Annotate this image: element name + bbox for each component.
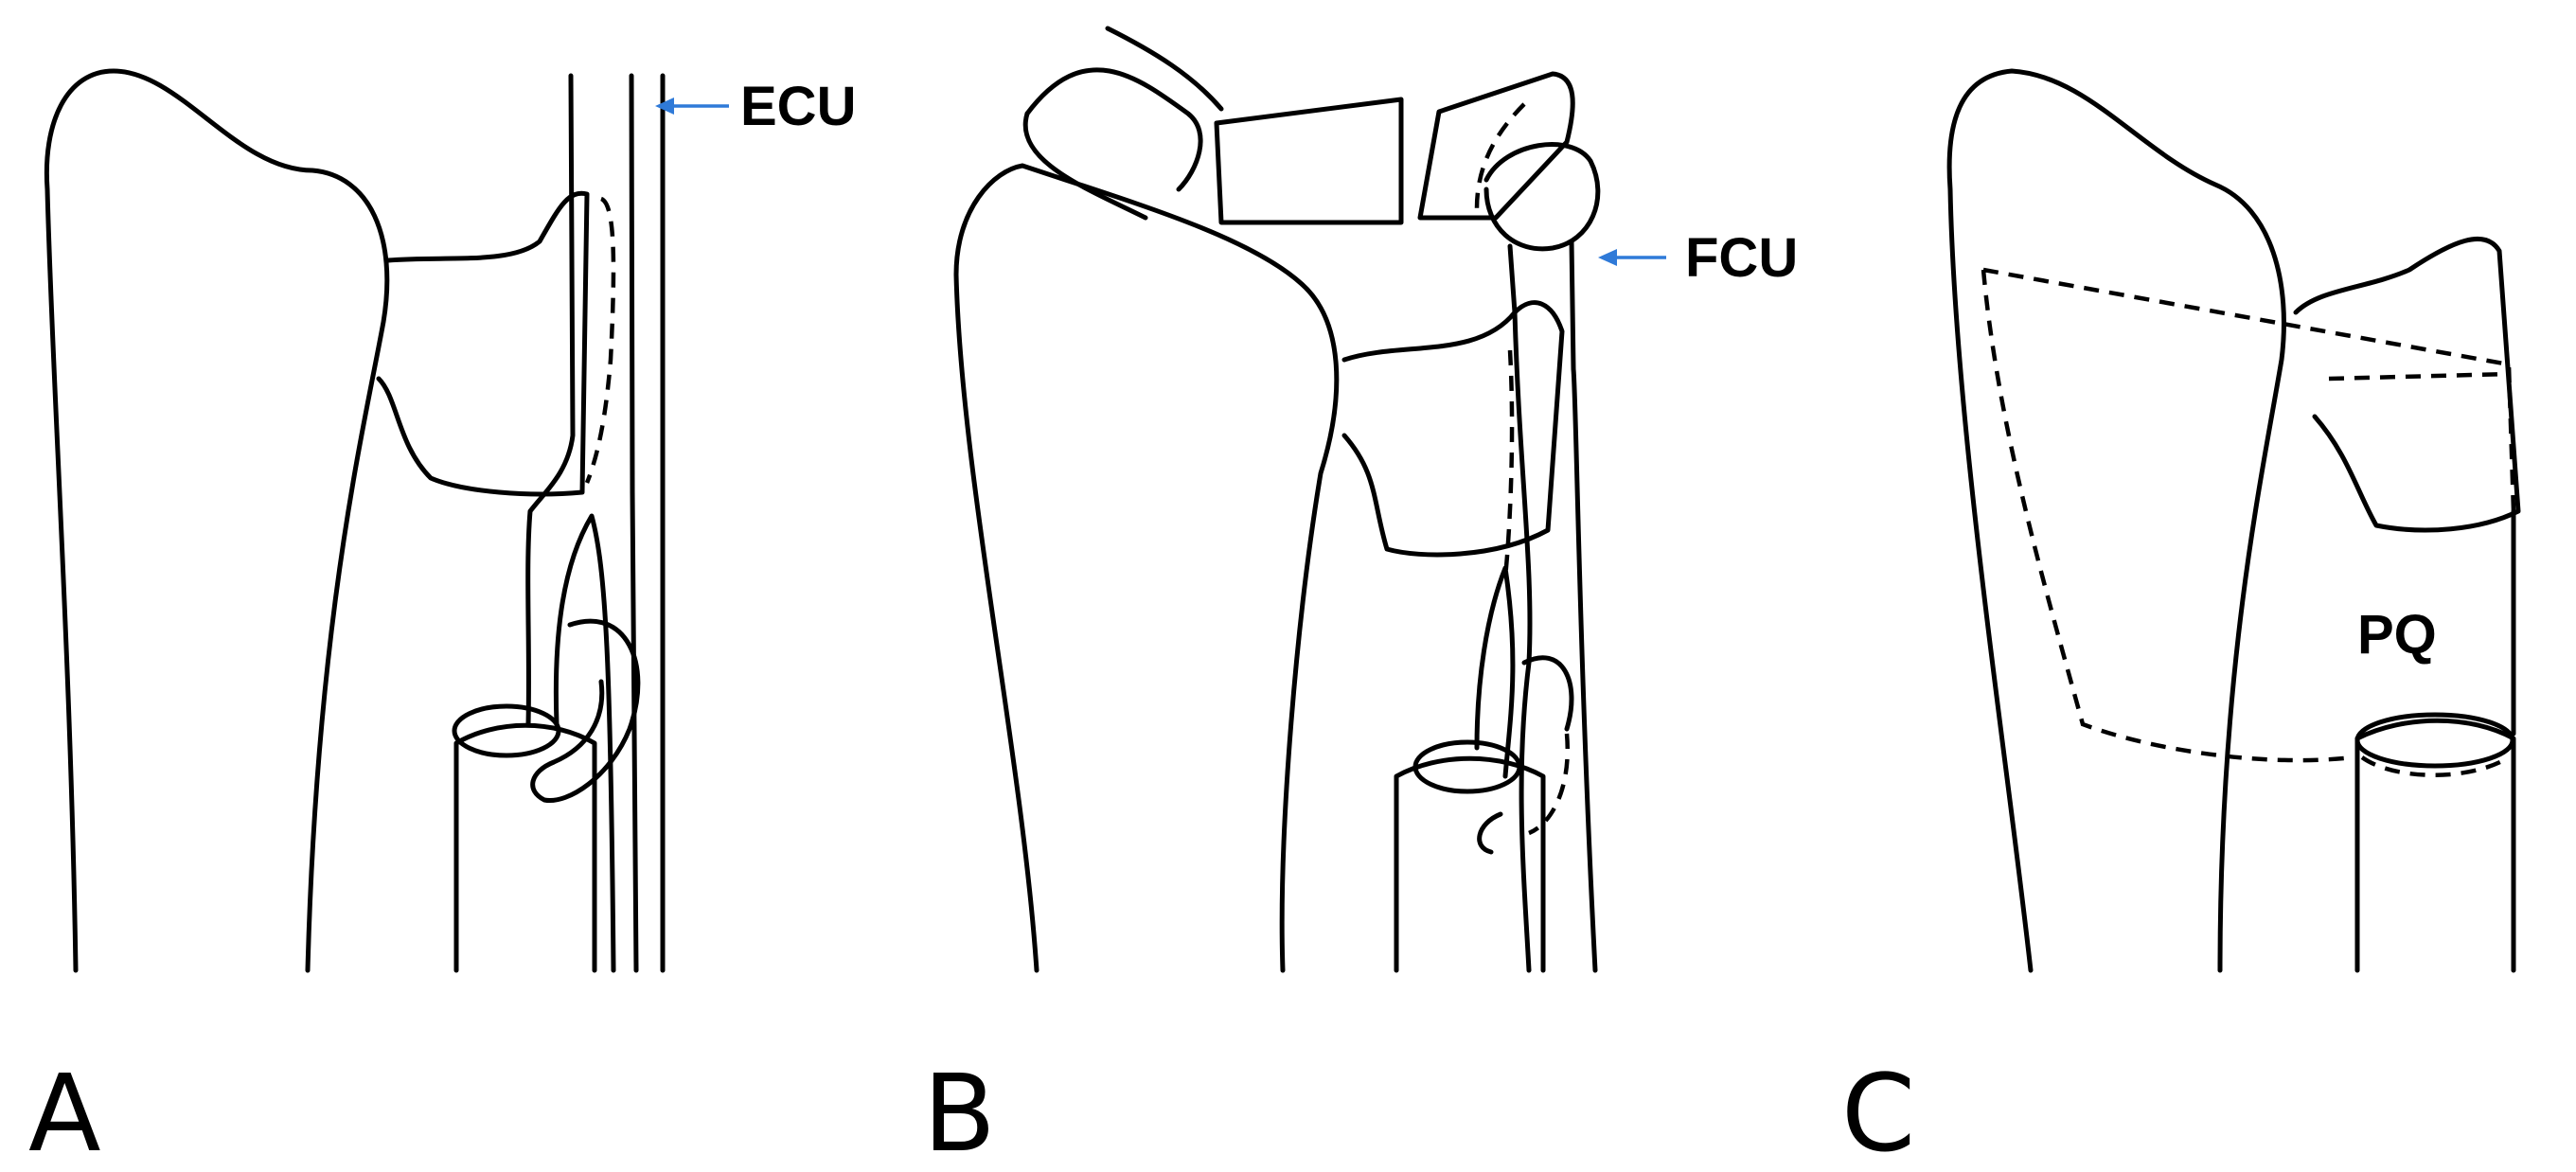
ecu-arrowhead (655, 98, 674, 115)
ecu-tendon-right (629, 73, 639, 973)
carpal-bone-b4 (1341, 300, 1565, 558)
ulna-cut-a (452, 703, 561, 758)
fcu-annotation: FCU (1598, 227, 1798, 289)
carpal-bone-b1 (1024, 67, 1203, 192)
panel-label-b: B (923, 1053, 996, 1172)
fcu-dotted-inner (1502, 349, 1515, 578)
radius-bone-a (44, 68, 390, 973)
fcu-arrowhead (1598, 249, 1617, 266)
panel-label-c: C (1841, 1053, 1915, 1172)
triquetrum-dots (1474, 102, 1526, 209)
panel-a-illustration (44, 68, 666, 973)
fcu-slip (1474, 565, 1516, 779)
carpal-bone-b2 (1214, 97, 1404, 225)
pq-outline (1981, 267, 2516, 763)
ulna-cut-b (1412, 739, 1522, 794)
carpal-bone-c (2293, 236, 2521, 533)
fcu-tendon-right (1569, 239, 1598, 973)
ulna-cut-dotted (2360, 755, 2511, 777)
carpal-bone-b3 (1417, 71, 1575, 221)
carpal-top-line (1105, 26, 1224, 112)
fcu-hook (1477, 811, 1503, 855)
ecu-annotation: ECU (655, 76, 856, 137)
ecu-dotted-inner (584, 196, 616, 484)
ulna-c (2354, 718, 2516, 973)
ulna-a (453, 722, 597, 973)
panel-label-a: A (28, 1053, 101, 1172)
carpal-bone-a (376, 190, 590, 497)
fcu-loop (1521, 655, 1574, 732)
fcu-tendon-left (1507, 243, 1533, 973)
pq-label: PQ (2357, 604, 2437, 666)
carpal-bone-b1-lower (1022, 111, 1148, 221)
ecu-tendon-left (525, 73, 576, 727)
ulna-cut-c (2354, 712, 2515, 769)
fcu-loop-dotted (1528, 733, 1570, 836)
ecu-loop (530, 618, 641, 804)
panel-b-illustration (953, 26, 1601, 973)
panel-c-illustration (1946, 68, 2521, 973)
pq-inner-dash (2328, 371, 2510, 382)
fcu-label: FCU (1685, 227, 1798, 289)
radius-bone-c (1946, 68, 2286, 973)
radius-bone-b (953, 163, 1340, 973)
pisiform-b (1483, 142, 1601, 252)
ecu-label: ECU (740, 76, 856, 137)
